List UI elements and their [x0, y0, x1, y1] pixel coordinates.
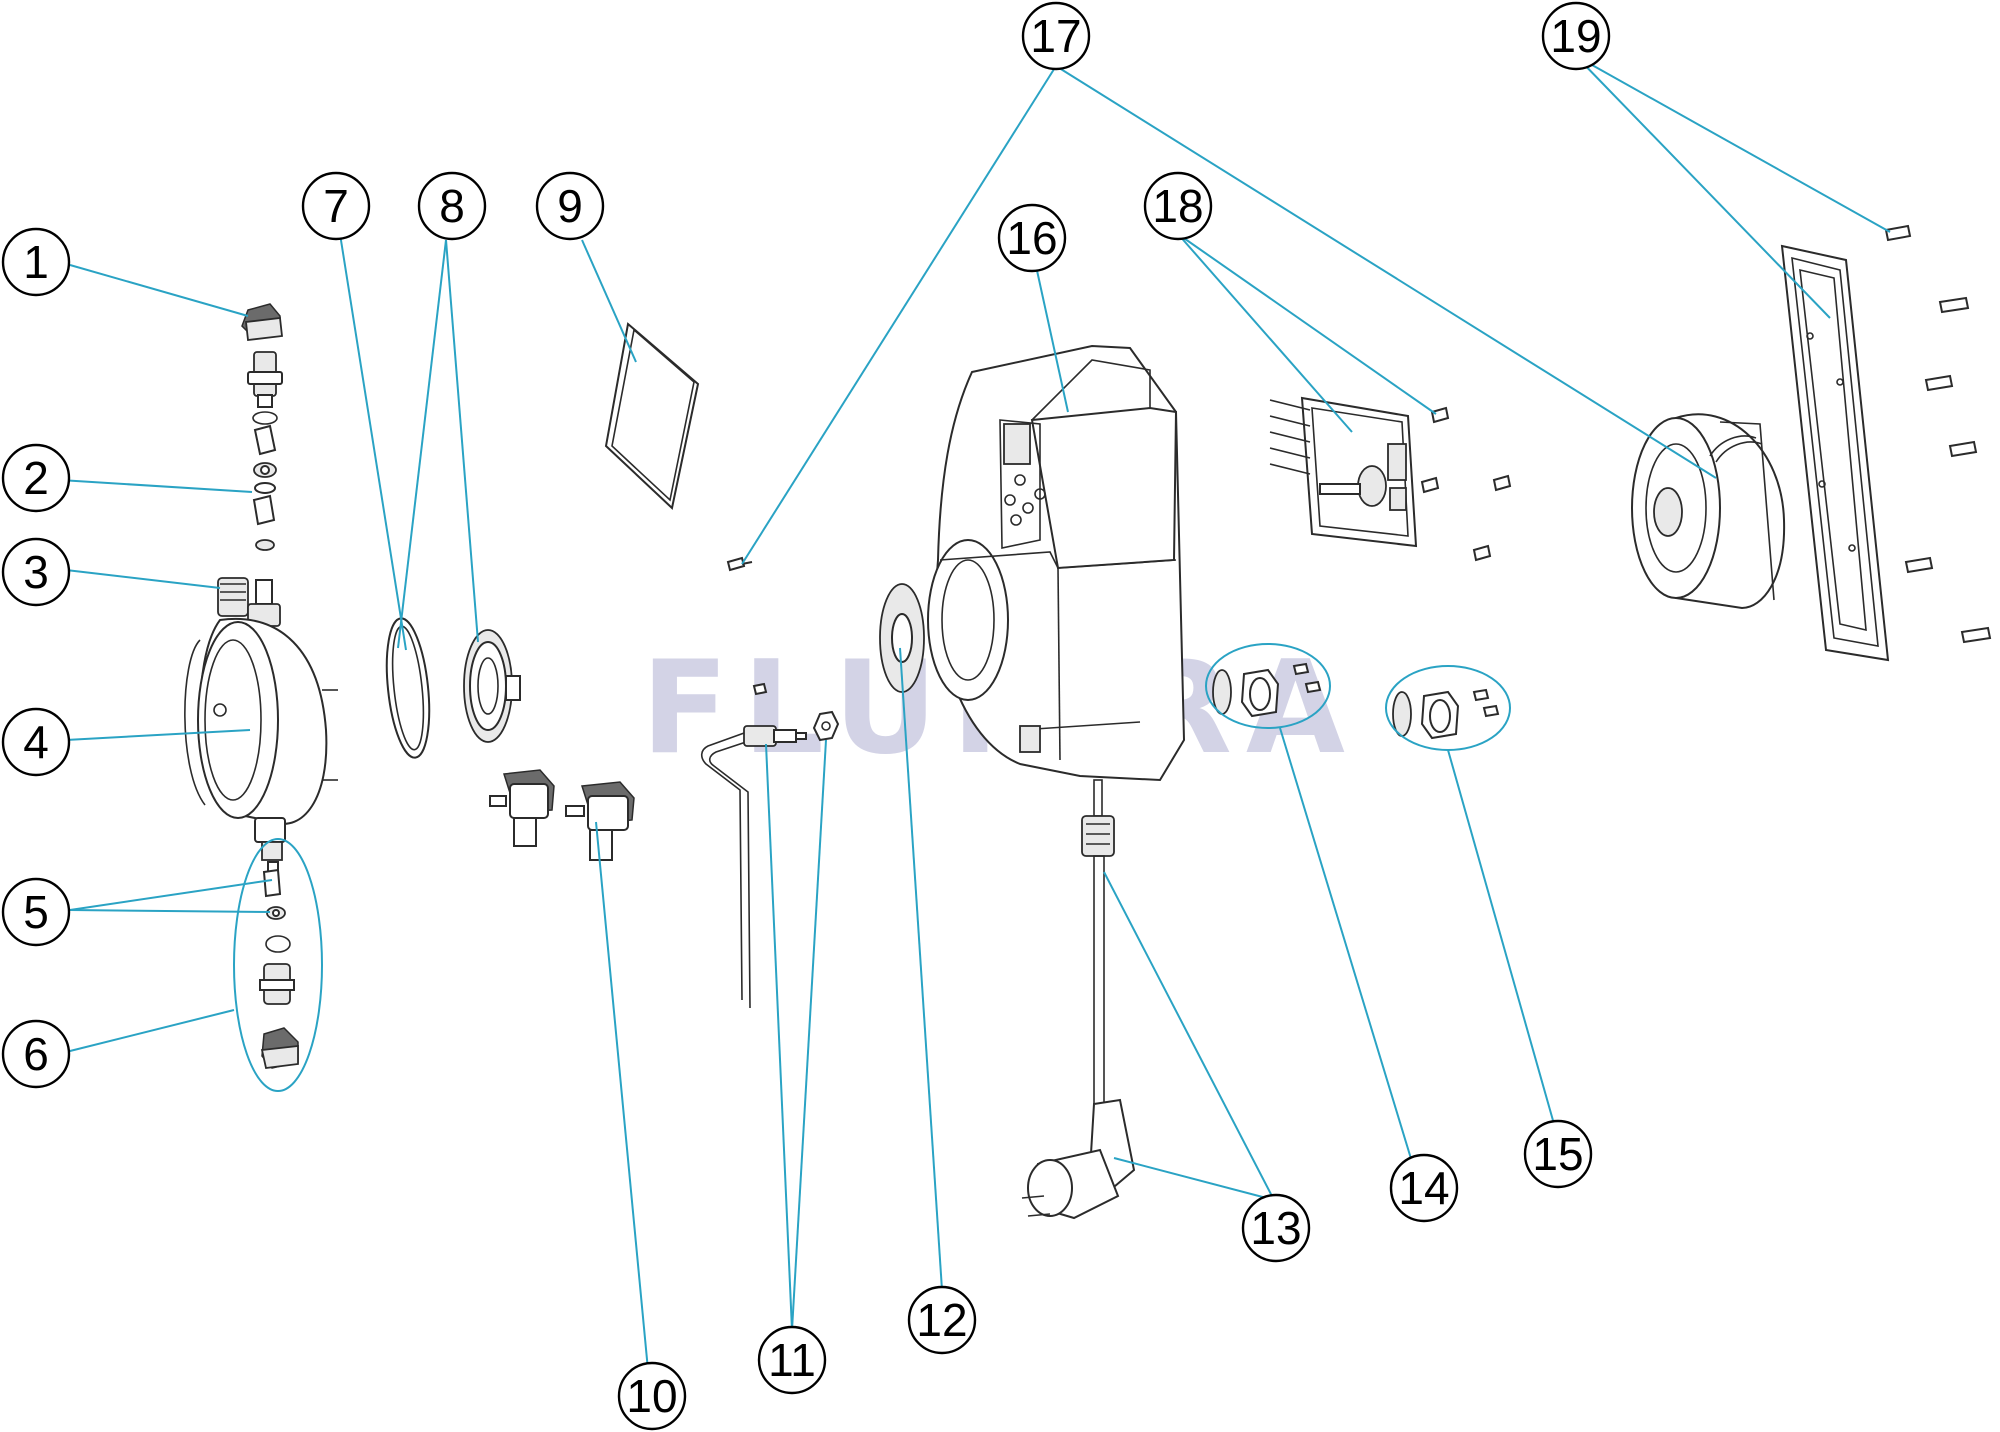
callout-5: 5: [1, 877, 71, 947]
svg-text:4: 4: [23, 716, 49, 768]
group-5-6-outline: [233, 838, 323, 1092]
power-cable-plug: [1021, 779, 1136, 1220]
leader-lines: [59, 55, 1891, 1371]
group-14-outline: [1205, 643, 1331, 729]
callout-11: 11: [757, 1325, 827, 1395]
callout-14: 14: [1389, 1153, 1459, 1223]
callout-3: 3: [1, 537, 71, 607]
callout-17: 17: [1021, 1, 1091, 71]
callout-2: 2: [1, 443, 71, 513]
sensor-with-cable: [700, 682, 840, 1009]
diaphragm: [463, 629, 521, 743]
callout-9: 9: [535, 171, 605, 241]
svg-text:15: 15: [1532, 1128, 1583, 1180]
callout-19: 19: [1541, 1, 1611, 71]
callout-1: 1: [1, 227, 71, 297]
svg-text:10: 10: [626, 1370, 677, 1422]
callout-7: 7: [301, 171, 371, 241]
board-screws: [1420, 406, 1512, 562]
callout-12: 12: [907, 1285, 977, 1355]
motor: [1631, 413, 1786, 610]
lower-valve-assembly: [259, 861, 299, 1069]
elbow-connectors: [489, 769, 635, 861]
callout-13: 13: [1241, 1193, 1311, 1263]
housing-screws: [726, 556, 753, 572]
pump-body: [184, 617, 338, 861]
callout-8: 8: [417, 171, 487, 241]
svg-text:11: 11: [768, 1334, 816, 1386]
svg-text:3: 3: [23, 546, 49, 598]
svg-text:14: 14: [1398, 1162, 1449, 1214]
svg-text:5: 5: [23, 886, 49, 938]
callout-6: 6: [1, 1019, 71, 1089]
main-housing: [927, 344, 1186, 782]
callout-18: 18: [1143, 171, 1213, 241]
svg-text:13: 13: [1250, 1202, 1301, 1254]
svg-text:17: 17: [1030, 10, 1081, 62]
svg-text:8: 8: [439, 180, 465, 232]
callout-16: 16: [997, 203, 1067, 273]
svg-text:16: 16: [1006, 212, 1057, 264]
svg-text:18: 18: [1152, 180, 1203, 232]
o-ring: [385, 617, 431, 759]
callout-10: 10: [617, 1361, 687, 1431]
svg-text:12: 12: [916, 1294, 967, 1346]
pump-head-assembly: [217, 303, 283, 627]
cover-screws: [1884, 224, 1992, 644]
svg-text:9: 9: [557, 180, 583, 232]
svg-text:7: 7: [323, 180, 349, 232]
callout-15: 15: [1523, 1119, 1593, 1189]
callout-4: 4: [1, 707, 71, 777]
connector-kit-b: [1392, 688, 1500, 740]
svg-text:2: 2: [23, 452, 49, 504]
sheet-gasket: [604, 322, 700, 510]
circuit-board: [1269, 396, 1418, 548]
svg-text:6: 6: [23, 1028, 49, 1080]
cover-plate: [1780, 244, 1890, 662]
svg-text:1: 1: [23, 236, 49, 288]
svg-text:19: 19: [1550, 10, 1601, 62]
connector-kit-a: [1212, 662, 1322, 718]
